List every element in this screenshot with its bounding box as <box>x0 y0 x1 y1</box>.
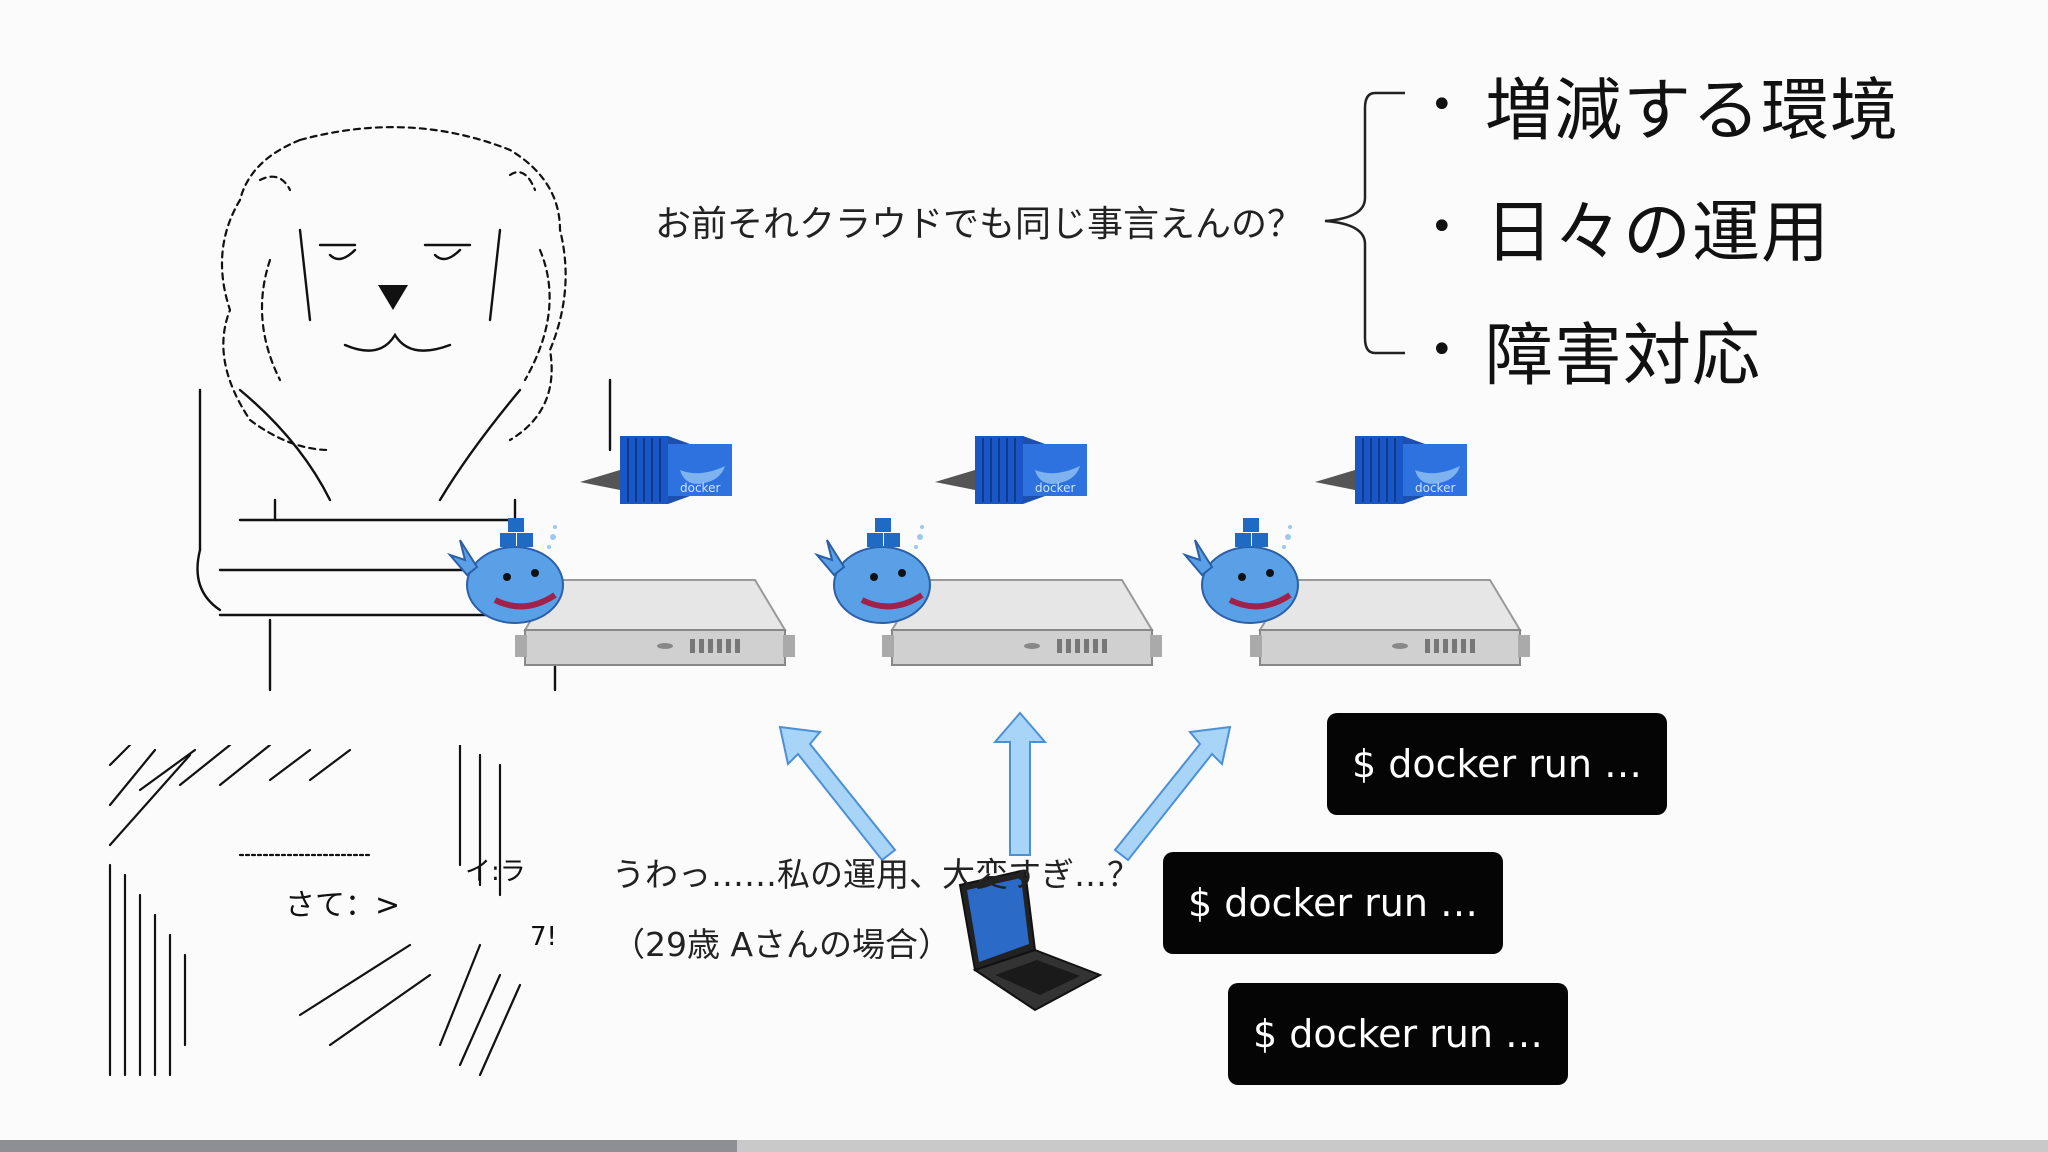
docker-container-icon: docker <box>1315 436 1467 504</box>
docker-whale-icon <box>446 518 564 624</box>
command-bubble: $ docker run … <box>1163 852 1503 954</box>
command-bubble: $ docker run … <box>1327 713 1667 815</box>
aa-text-2: イ:ラ <box>465 857 526 887</box>
bullet-glyph: • <box>1430 203 1455 250</box>
container-label: docker <box>680 481 720 495</box>
bullet-text: 増減する環境 <box>1485 72 1900 151</box>
slide-progress-fill <box>0 1140 738 1152</box>
question-text: お前それクラウドでも同じ事言えんの？ <box>655 204 1304 245</box>
caption-line-1: うわっ……私の運用、大変すぎ…？ <box>612 855 1140 894</box>
bullet-glyph: • <box>1430 81 1455 128</box>
command-text: $ docker run … <box>1187 881 1479 925</box>
up-arrow-icon <box>778 725 897 862</box>
up-arrow-icon <box>992 711 1048 856</box>
command-text: $ docker run … <box>1351 742 1643 786</box>
bullet-item: • 日々の運用 <box>1430 177 1830 276</box>
server-icon <box>1250 579 1530 666</box>
bullet-item: • 障害対応 <box>1430 300 1761 399</box>
bullet-glyph: • <box>1430 326 1455 373</box>
server-icon <box>515 579 795 666</box>
bullet-text: 日々の運用 <box>1485 194 1831 273</box>
bullet-item: • 増減する環境 <box>1430 55 1899 154</box>
docker-whale-icon <box>813 518 931 624</box>
aa-text-1: さて：> <box>285 888 400 923</box>
lion-ascii-art <box>196 126 612 692</box>
docker-container-icon: docker <box>935 436 1087 504</box>
laptop-icon <box>958 870 1103 1012</box>
crying-person-ascii-art: さて：> イ:ラ 7! <box>108 745 557 1077</box>
bullet-text: 障害対応 <box>1485 317 1762 396</box>
aa-text-3: 7! <box>530 922 557 952</box>
docker-container-icon: docker <box>580 436 732 504</box>
container-label: docker <box>1415 481 1455 495</box>
curly-brace <box>1324 91 1405 355</box>
command-bubble: $ docker run … <box>1228 983 1568 1085</box>
caption-line-2: （29歳 Aさんの場合） <box>612 925 952 964</box>
up-arrow-icon <box>1113 725 1232 862</box>
server-icon <box>882 579 1162 666</box>
command-text: $ docker run … <box>1252 1012 1544 1056</box>
docker-whale-icon <box>1181 518 1299 624</box>
container-label: docker <box>1035 481 1075 495</box>
